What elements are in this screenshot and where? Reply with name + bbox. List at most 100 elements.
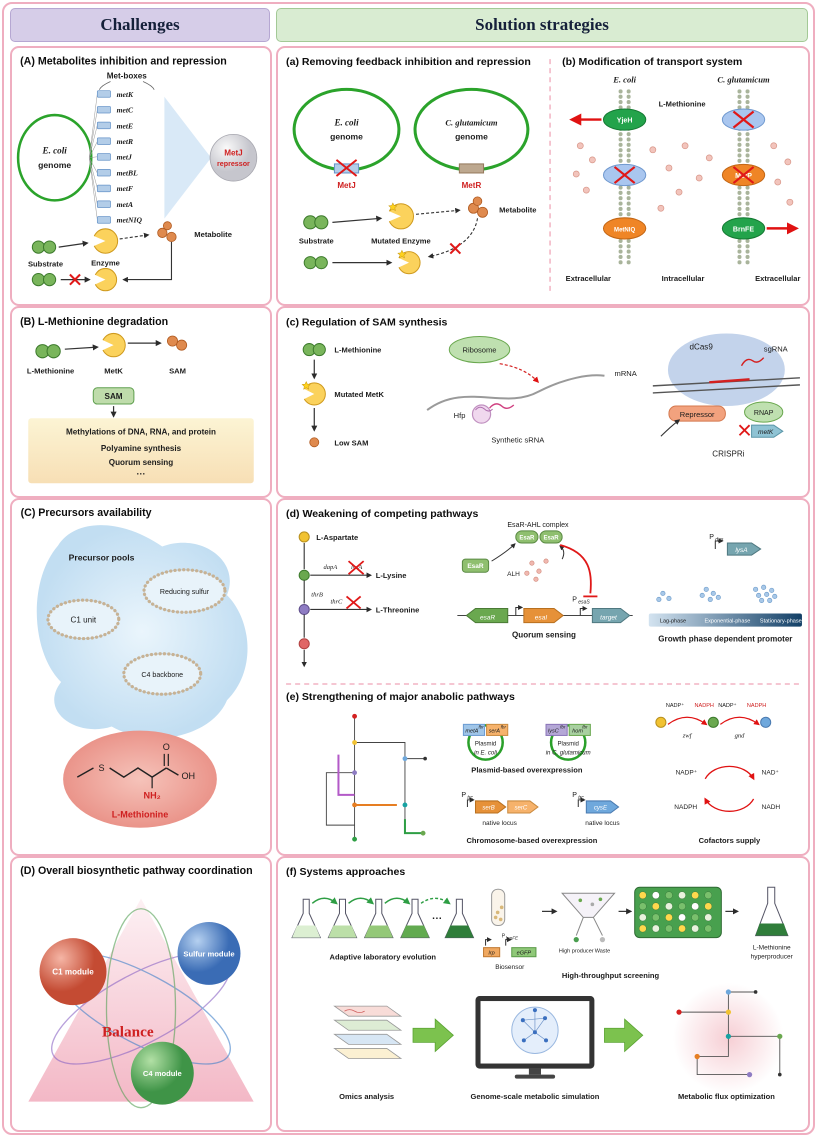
mutation-star-icon (301, 381, 311, 390)
dapA-gene: dapA (323, 564, 338, 571)
met-boxes-label: Met-boxes (107, 71, 148, 80)
l-lysine-label: L-Lysine (376, 571, 407, 580)
microplate-wells (638, 891, 713, 933)
svg-text:fbr: fbr (560, 724, 566, 729)
svg-text:Plasmid: Plasmid (557, 742, 578, 748)
red-x-icon (347, 560, 365, 575)
panel-ab-solutions: (a) Removing feedback inhibition and rep… (276, 46, 810, 306)
metabolic-network (325, 713, 427, 842)
sgrna-label: sgRNA (764, 345, 789, 354)
beam-shape (164, 96, 212, 219)
omics-analysis: Omics analysis (333, 1005, 403, 1101)
precursor-pools-label: Precursor pools (69, 553, 135, 563)
hyperproducer-label-1: L-Methionine (753, 945, 791, 952)
met-boxes-bracket (98, 81, 155, 90)
metr-label: MetR (462, 181, 482, 190)
esai-gene-label: esaI (535, 615, 548, 622)
metk-gene-label: metK (758, 429, 774, 436)
intracellular-label: Intracellular (662, 274, 705, 283)
sam-box: SAM (92, 387, 135, 405)
methionine-structure: S O OH NH₂ L-Methionine (63, 730, 217, 828)
brnfe-transporter: BrnFE (721, 217, 766, 240)
panel-D-coordination: (D) Overall biosynthetic pathway coordin… (10, 856, 272, 1132)
svg-text:NADP⁺: NADP⁺ (676, 770, 698, 777)
chromosome-overexpression: P trc serB serC native locus P trc cysE … (461, 792, 620, 845)
metniq-transporter: MetNIQ (602, 217, 647, 240)
p-esas-promoter: P (572, 596, 577, 603)
growth-phase-caption: Growth phase dependent promoter (658, 635, 793, 644)
svg-text:Methylations of DNA, RNA, and: Methylations of DNA, RNA, and protein (66, 428, 216, 437)
svg-text:MetNIQ: MetNIQ (614, 227, 635, 233)
svg-text:EsaR: EsaR (544, 535, 560, 541)
svg-text:genome: genome (330, 132, 363, 142)
panel-B-title: (B) L-Methionine degradation (20, 316, 168, 328)
mutation-star-icon (397, 249, 407, 259)
panel-b-title: (b) Modification of transport system (562, 56, 742, 68)
svg-text:C1 unit: C1 unit (71, 615, 97, 624)
hfp-label: Hfp (454, 411, 466, 420)
met-gene-labels: metK metC metE metR metJ metBL metF metA… (117, 90, 143, 225)
panel-d-title: (d) Weakening of competing pathways (286, 508, 478, 520)
omics-caption: Omics analysis (339, 1092, 394, 1101)
lysA-gene-label: lysA (735, 547, 747, 554)
c1-module-sphere: C1 module (39, 938, 107, 1006)
ellipsis: ··· (432, 913, 442, 924)
mutated-metk-label: Mutated MetK (334, 390, 384, 399)
yjeh-transporter: YjeH (602, 108, 647, 131)
cofactor-supply: NADP⁺ NADPH NADP⁺ NADPH zwf gnd NADP⁺ NA… (655, 702, 780, 845)
mutation-star-icon (388, 202, 398, 212)
svg-text:dps: dps (715, 537, 724, 543)
repressor-label: Repressor (680, 410, 715, 419)
ahl-molecules (524, 558, 549, 582)
svg-text:Reducing sulfur: Reducing sulfur (160, 588, 210, 596)
c4-backbone-cell: C4 backbone (122, 652, 203, 696)
ecoli-label: E. coli (41, 146, 67, 156)
growth-phase-promoter: P dps lysA Lag-phase Exponential-phase S… (648, 534, 802, 644)
svg-text:C. glutamicum: C. glutamicum (445, 118, 498, 128)
cglutamicum-column-label: C. glutamicum (717, 74, 770, 84)
stationary-phase-label: Stationary-phase (760, 619, 802, 625)
panel-e-title: (e) Strengthening of major anabolic path… (286, 691, 515, 703)
methionine-molecules (572, 142, 794, 212)
amine-group: NH₂ (144, 790, 161, 800)
gnd-gene: gnd (735, 732, 746, 739)
serB-gene: serB (482, 806, 494, 812)
svg-text:metA: metA (117, 200, 133, 209)
cglutamicum-genome-edited: C. glutamicum genome MetR (413, 87, 530, 190)
svg-text:C1 module: C1 module (52, 968, 94, 977)
exponential-phase-label: Exponential-phase (704, 619, 750, 625)
plasmid-overexpression: metA fbr serA fbr Plasmid in E. coli lys… (462, 723, 591, 775)
panel-f-title: (f) Systems approaches (286, 866, 405, 878)
mutated-enzyme-label: Mutated Enzyme (371, 237, 431, 246)
svg-text:YjeH: YjeH (617, 118, 633, 125)
svg-text:brnFE: brnFE (506, 936, 519, 941)
red-x-icon (738, 424, 751, 436)
svg-text:Polyamine synthesis: Polyamine synthesis (101, 444, 182, 453)
importer-deleted-cglut (721, 108, 766, 131)
red-x-icon (732, 110, 755, 129)
sulfur-atom: S (99, 763, 105, 773)
svg-text:NAD⁺: NAD⁺ (762, 770, 780, 777)
lag-phase-label: Lag-phase (660, 619, 686, 625)
reducing-sulfur-cell: Reducing sulfur (142, 568, 227, 614)
svg-text:in E. coli: in E. coli (474, 751, 497, 757)
svg-text:metR: metR (117, 137, 133, 146)
low-sam-label: Low SAM (334, 438, 368, 447)
rnap-label: RNAP (754, 410, 774, 417)
cell-clusters (656, 584, 778, 603)
panel-C-precursors: (C) Precursors availability Precursor po… (10, 498, 272, 856)
svg-text:fbr: fbr (501, 724, 507, 729)
genome-connector-lines (88, 93, 98, 220)
oxygen-atom: O (163, 742, 170, 752)
crispri-scheme: dCas9 sgRNA Repressor RNAP metK CRISPRi (652, 333, 800, 458)
flux-optimization: Metabolic flux optimization (672, 982, 784, 1101)
esar-gene-label: esaR (480, 615, 496, 622)
svg-text:metBL: metBL (117, 168, 138, 177)
ecoli-genome-ellipse: E. coli genome (16, 113, 93, 202)
red-x-icon (345, 595, 362, 610)
panel-A-title: (A) Metabolites inhibition and repressio… (20, 55, 227, 67)
hyperproducer-label-2: hyperproducer (751, 954, 794, 961)
metabolite-label: Metabolite (499, 205, 536, 214)
svg-text:Sulfur module: Sulfur module (183, 949, 234, 958)
hts-caption: High-throughput screening (562, 971, 660, 980)
